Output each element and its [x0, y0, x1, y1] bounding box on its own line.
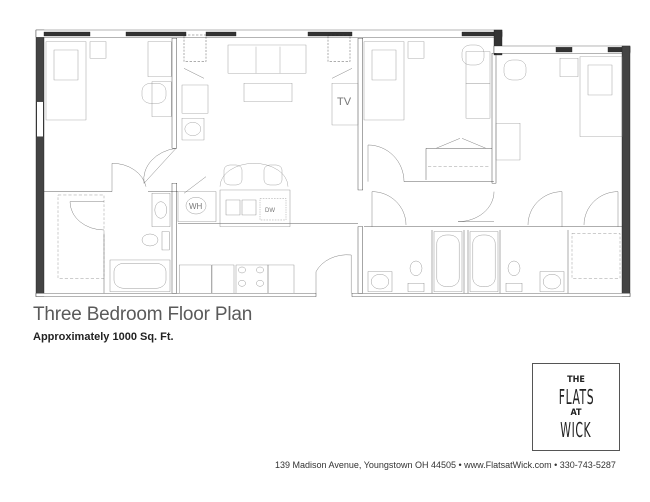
logo-line-at: AT: [570, 408, 582, 418]
tv-stand: [331, 83, 359, 126]
flats-at-wick-logo: THE FLATS AT WICK: [532, 363, 620, 451]
stove: [235, 264, 269, 294]
dishwasher-label: DW: [265, 208, 275, 214]
logo-line-wick: WICK: [560, 418, 592, 442]
contact-address: 139 Madison Avenue, Youngstown OH 44505 …: [275, 460, 616, 470]
bed-1: [45, 41, 87, 121]
armchair: [181, 84, 209, 114]
floor-plan: [35, 29, 631, 297]
doors[interactable]: [69, 68, 619, 294]
water-heater: [185, 197, 207, 215]
counter: [219, 189, 291, 227]
furniture: [45, 41, 623, 187]
fixtures: [57, 166, 621, 294]
sofa: [227, 44, 307, 74]
exterior-walls: [35, 29, 631, 297]
interior-walls: [44, 34, 623, 294]
bed-2: [363, 41, 405, 121]
tub-3: [469, 231, 499, 292]
square-footage: Approximately 1000 Sq. Ft.: [33, 331, 174, 343]
tub-1: [109, 259, 171, 292]
coffee-table: [243, 83, 293, 102]
page-title: Three Bedroom Floor Plan: [33, 304, 253, 325]
logo-line-flats: FLATS: [558, 385, 594, 409]
logo-line-the: THE: [567, 375, 585, 385]
tv-label: TV: [337, 96, 352, 108]
water-heater-label: WH: [189, 202, 203, 211]
tub-2: [433, 231, 463, 292]
bed-3: [579, 56, 623, 137]
